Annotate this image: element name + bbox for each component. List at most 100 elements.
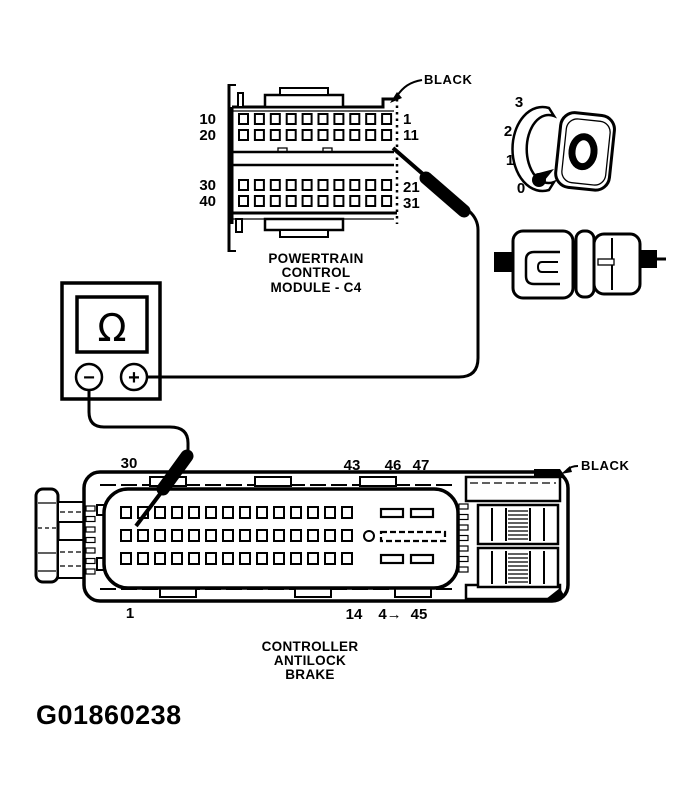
abs-pin	[188, 529, 200, 542]
pcm-pin	[238, 113, 249, 125]
abs-pin	[239, 529, 251, 542]
abs-pin	[154, 506, 166, 519]
abs-pin-label-1: 1	[126, 605, 134, 622]
pcm-pin-field	[238, 113, 393, 207]
pcm-pin	[238, 179, 249, 191]
pcm-pin	[381, 195, 393, 207]
arrowhead-icon	[390, 92, 402, 103]
abs-pin	[171, 506, 183, 519]
pcm-pin-label-21: 21	[403, 179, 420, 196]
inline-connector-icon	[494, 229, 666, 300]
abs-caption-line3: BRAKE	[285, 667, 335, 682]
ohm-symbol: Ω	[97, 306, 126, 350]
pcm-pin	[349, 179, 361, 191]
pcm-pin-label-31: 31	[403, 195, 420, 212]
figure-id: G01860238	[36, 700, 182, 730]
abs-pin	[324, 552, 336, 565]
key-bow	[554, 111, 616, 192]
pcm-pin-label-30: 30	[199, 177, 216, 194]
pcm-caption-line1: POWERTRAIN	[268, 251, 363, 266]
pcm-pin	[365, 129, 377, 141]
abs-pin	[239, 552, 251, 565]
abs-pin-label-30: 30	[121, 455, 138, 472]
abs-pin-label-45: 45	[411, 606, 428, 623]
ignition-position-3: 3	[515, 94, 523, 111]
abs-pin	[222, 529, 234, 542]
abs-pin	[273, 552, 285, 565]
abs-caption-line2: ANTILOCK	[274, 653, 346, 668]
abs-pin	[307, 529, 319, 542]
pcm-pin	[333, 129, 345, 141]
abs-pin	[171, 552, 183, 565]
plus-symbol: +	[128, 367, 140, 389]
abs-pin	[188, 506, 200, 519]
pcm-pin	[238, 129, 249, 141]
pcm-pin	[285, 195, 297, 207]
pcm-pin-label-11: 11	[403, 127, 419, 144]
pcm-pin	[349, 113, 361, 125]
pcm-pin	[317, 179, 329, 191]
ignition-position-0: 0	[517, 180, 525, 197]
abs-pin	[205, 552, 217, 565]
left-wire-stub	[494, 252, 514, 272]
ohmmeter: Ω − +	[60, 281, 162, 401]
pcm-pin	[349, 195, 361, 207]
abs-pin	[120, 552, 132, 565]
abs-pin	[205, 506, 217, 519]
abs-pin	[307, 506, 319, 519]
position-indicator-dot	[532, 173, 546, 187]
abs-pin	[307, 552, 319, 565]
pcm-pin-label-1: 1	[403, 111, 411, 128]
abs-pin	[341, 506, 353, 519]
abs-pin	[188, 552, 200, 565]
abs-mount-clip	[34, 487, 60, 584]
pcm-black-callout: BLACK	[424, 72, 473, 87]
pcm-divider-band	[232, 150, 394, 167]
abs-keying-hole	[363, 530, 375, 542]
right-wire-stub	[640, 250, 657, 268]
terminal-hatching	[508, 510, 528, 583]
pcm-pin	[301, 179, 313, 191]
abs-pin	[154, 529, 166, 542]
pcm-pin	[317, 113, 329, 125]
abs-blade-middle	[379, 530, 447, 543]
abs-pin	[273, 506, 285, 519]
ignition-position-2: 2	[504, 123, 512, 140]
abs-terminal-block	[464, 469, 567, 602]
barrel-end-cap	[574, 229, 596, 299]
pcm-top-latch	[263, 93, 345, 109]
pcm-pin-label-40: 40	[199, 193, 216, 210]
pcm-pin	[253, 129, 265, 141]
pcm-pin	[269, 195, 281, 207]
abs-pin	[341, 529, 353, 542]
pcm-caption-line3: MODULE - C4	[270, 280, 361, 295]
abs-pin	[324, 506, 336, 519]
abs-pin	[222, 552, 234, 565]
pcm-pin	[285, 179, 297, 191]
pcm-pin	[381, 179, 393, 191]
pcm-caption-line2: CONTROL	[282, 265, 351, 280]
pcm-pin	[269, 113, 281, 125]
pcm-black-leader-line	[396, 79, 423, 97]
abs-pin	[120, 506, 132, 519]
abs-pin	[341, 552, 353, 565]
abs-pin	[137, 552, 149, 565]
black-corner-wedge	[534, 469, 567, 479]
abs-connector: BLACK 30 43 46 47 1 14 4→ 45 CONTROLLER …	[34, 455, 630, 682]
abs-pin-label-43: 43	[344, 457, 361, 474]
abs-black-callout: BLACK	[581, 458, 630, 473]
pcm-pin	[333, 195, 345, 207]
pcm-pin	[349, 129, 361, 141]
pcm-pin-label-10: 10	[199, 111, 216, 128]
pcm-pin	[317, 129, 329, 141]
pcm-pin-label-20: 20	[199, 127, 216, 144]
abs-pin	[273, 529, 285, 542]
pcm-connector: 10 20 30 40 1 11 21 31 BLACK POWERTRAIN …	[199, 72, 472, 295]
arrowhead-icon	[561, 466, 572, 474]
pcm-pin	[365, 195, 377, 207]
minus-symbol: −	[83, 367, 95, 389]
pcm-pin	[269, 179, 281, 191]
abs-pin-label-14: 14	[346, 606, 363, 623]
abs-pin-label-47: 47	[413, 457, 430, 474]
abs-blade-46-47	[409, 507, 435, 519]
